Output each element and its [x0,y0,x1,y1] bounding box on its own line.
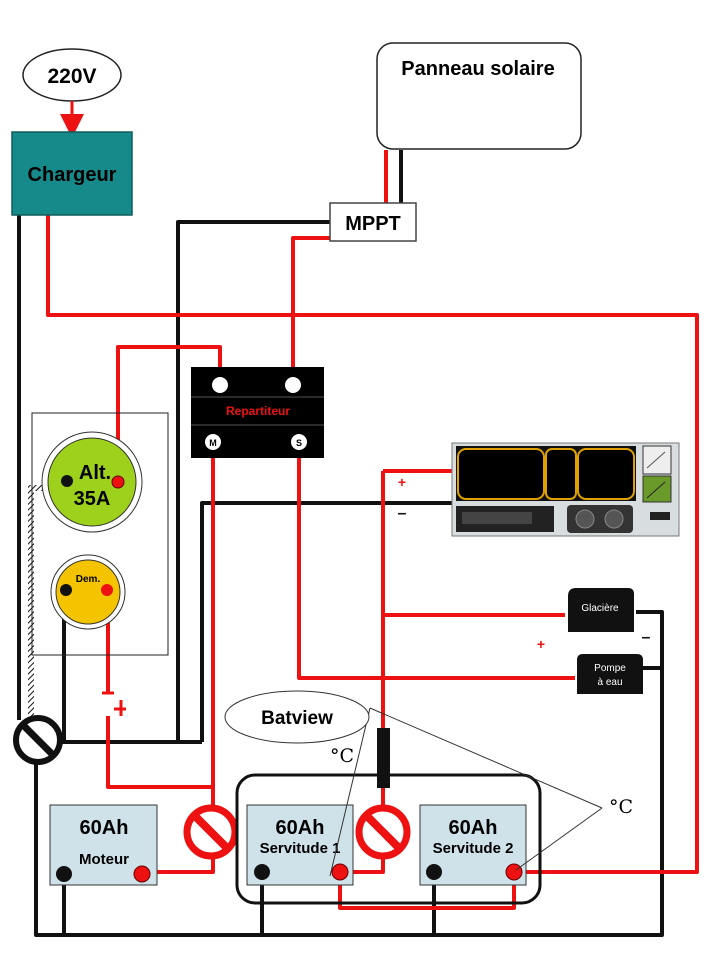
positive-wires [46,150,699,910]
panel-gauge-right [577,448,635,500]
distributor-input-terminal-2 [285,377,301,393]
charger-label: Chargeur [28,164,117,186]
mppt-box [329,202,417,242]
solar-panel [376,42,582,150]
batview-monitor [224,690,370,744]
distributor-terminal-s [291,434,307,450]
battery-service1-capacity: 60Ah [276,817,325,839]
pump-label-2: à eau [597,677,622,688]
starter-label: Dem. [76,574,101,585]
temp-symbol-2: °C [609,796,633,818]
service-positive-riser [340,471,385,874]
starter-switch [102,691,126,716]
service-parallel-link [338,872,516,910]
service-battery-isolator [355,804,411,860]
fridge-label: Glacière [581,603,619,614]
battery-service2-positive-terminal [505,863,523,881]
panel-gauge-middle [545,448,577,500]
battery-service1-role: Servitude 1 [260,840,341,857]
panel-plus-label: + [398,474,406,490]
mppt-label: MPPT [345,213,401,235]
starter-positive-terminal [101,584,113,596]
alternator-label-1: Alt. [79,462,111,484]
distributor-s-to-pump [297,442,575,680]
distributor-m-to-engine-battery [142,442,215,874]
main-ground-bus [34,610,664,937]
fridge-box [568,588,634,632]
alternator-label-2: 35A [74,488,111,510]
alternator-negative-terminal [61,475,73,487]
battery-engine-role: Moteur [79,851,129,868]
alternator-to-distributor [116,345,222,482]
ground-isolator [13,715,63,765]
distributor-m-label: M [209,438,217,448]
panel-voltmeter [642,445,672,475]
battery-engine-capacity: 60Ah [80,817,129,839]
batview-label: Batview [261,708,333,729]
charger-box [11,131,133,216]
mppt-negative [176,220,332,742]
distributor-input-terminal-1 [212,377,228,393]
battery-service2-role: Servitude 2 [433,840,514,857]
starter [55,559,121,625]
battery-engine: 60Ah Moteur [49,804,158,886]
mppt-to-distributor [291,236,332,385]
panel-minus-label: – [398,505,407,522]
panel-gauge-left [457,448,545,500]
battery-service1-negative-terminal [254,864,270,880]
control-panel [451,442,680,537]
battery-engine-negative-terminal [56,866,72,882]
charger-positive-wire [46,214,699,874]
engine-box [31,412,169,656]
panel-usb [650,512,670,520]
shunt [377,728,390,788]
loads-plus-label: + [537,636,545,652]
pump-label-1: Pompe [594,663,626,674]
mains-label: 220V [47,65,96,88]
battery-service2-negative-terminal [426,864,442,880]
pump-box [577,654,643,694]
starter-negative-terminal [60,584,72,596]
distributor-terminal-m [205,434,221,450]
alternator [47,437,137,527]
starter-positive [106,590,213,789]
distributor-s-label: S [296,438,302,448]
alternator-positive-terminal [111,475,125,489]
battery-service1-positive-terminal [331,863,349,881]
battery-service-1: 60Ah Servitude 1 [246,804,354,886]
battery-service2-capacity: 60Ah [449,817,498,839]
loads-minus-label: – [642,629,651,646]
panel-negative [200,501,455,742]
temp-symbol-1: °C [330,745,354,767]
battery-engine-positive-terminal [133,865,151,883]
distributor-label: Repartiteur [226,404,290,418]
negative-wires [17,150,664,937]
battery-service-2: 60Ah Servitude 2 [419,804,527,886]
temperature-probe-lines [329,707,603,877]
engine-battery-isolator [183,804,239,860]
solar-label: Panneau solaire [401,58,554,80]
